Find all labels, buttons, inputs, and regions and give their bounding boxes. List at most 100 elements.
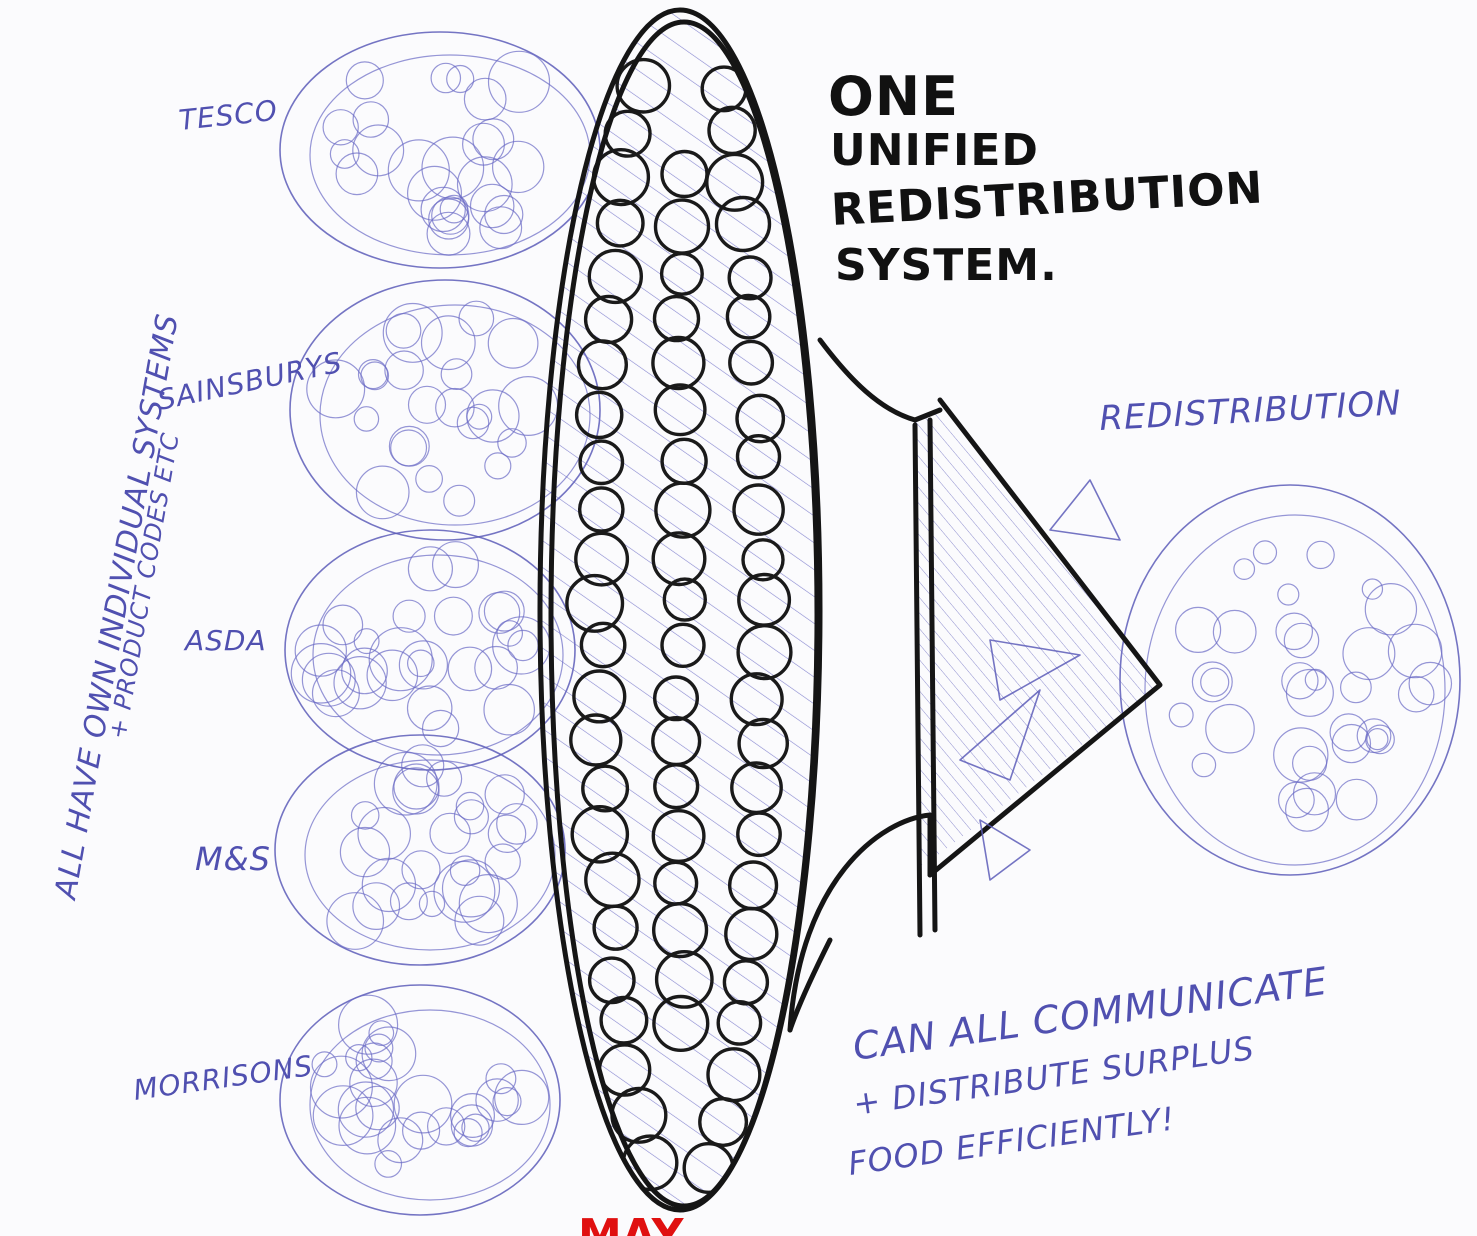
store-bubble: [336, 153, 378, 195]
store-bubble: [428, 1108, 465, 1145]
store-cluster-asda: [285, 530, 575, 770]
store-bubble: [423, 710, 459, 746]
store-bubble: [475, 647, 518, 690]
store-bubble: [484, 685, 534, 735]
store-bubble: [311, 1056, 373, 1118]
redistribution-bubble: [1213, 610, 1256, 653]
store-bubble: [354, 407, 378, 431]
store-bubble: [334, 657, 386, 709]
store-label-morrisons: MORRISONS: [131, 1049, 315, 1107]
store-bubble: [394, 764, 439, 809]
store-bubble: [485, 844, 520, 879]
store-bubble: [346, 62, 383, 99]
store-bubble: [375, 1151, 402, 1178]
store-bubble: [467, 390, 519, 442]
store-bubble: [312, 1052, 337, 1077]
store-bubble: [443, 860, 500, 917]
store-bubble: [323, 605, 363, 645]
red-fragment: MAY: [578, 1210, 685, 1236]
store-cluster-tesco: [280, 32, 600, 268]
store-bubble: [393, 600, 425, 632]
store-bubble: [408, 650, 434, 676]
store-bubble: [342, 648, 388, 694]
store-bubble: [385, 351, 423, 389]
store-bubble: [480, 207, 522, 249]
redistribution-bubble: [1234, 559, 1255, 580]
store-label-tesco: TESCO: [177, 94, 279, 137]
redistribution-bubble: [1276, 613, 1312, 649]
redistribution-bubble: [1284, 623, 1318, 657]
store-bubble: [378, 1118, 423, 1163]
store-bubble: [409, 386, 446, 423]
store-bubble: [356, 466, 409, 519]
store-label-asda: ASDA: [183, 624, 267, 657]
store-bubble: [302, 653, 355, 706]
redistribution-bubble: [1278, 584, 1299, 605]
redistribution-bubble: [1206, 705, 1254, 753]
redistribution-bubble: [1365, 584, 1416, 635]
redistribution-bubble: [1293, 746, 1327, 780]
redistribution-bubble: [1169, 703, 1193, 727]
store-bubble: [488, 815, 525, 852]
store-bubble: [451, 1094, 495, 1138]
store-bubble: [408, 547, 452, 591]
store-bubble: [441, 359, 472, 390]
store-bubble: [456, 792, 483, 819]
store-bubble: [488, 319, 538, 369]
store-label-sainsburys: SAINSBURYS: [155, 345, 346, 416]
title-line1: ONE: [828, 65, 959, 128]
store-bubble: [493, 141, 544, 192]
store-bubble: [358, 808, 410, 860]
redistribution-bubble: [1287, 670, 1334, 717]
store-bubble: [362, 858, 415, 911]
store-bubble: [408, 686, 452, 730]
store-bubble: [402, 851, 440, 889]
store-bubble: [353, 102, 388, 137]
store-bubble: [391, 430, 427, 466]
redistribution-bubble: [1332, 725, 1370, 763]
redistribution-bubble: [1307, 541, 1334, 568]
unified-system-oval: [540, 10, 820, 1210]
redistribution-bubble: [1362, 579, 1382, 599]
store-bubble: [339, 995, 398, 1054]
redistribution-bubble: [1399, 677, 1434, 712]
store-bubble: [430, 813, 470, 853]
redistribution-bubble: [1357, 719, 1391, 753]
redistribution-bubble: [1254, 541, 1277, 564]
store-bubble: [455, 896, 504, 945]
redistribution-bubble: [1343, 628, 1395, 680]
store-bubble: [394, 1075, 452, 1133]
store-bubble: [454, 800, 488, 834]
redistribution-bubble: [1336, 779, 1377, 820]
redistribution-bubble: [1282, 663, 1318, 699]
redistribution-bubble: [1192, 753, 1215, 776]
store-bubbles: [291, 51, 557, 1177]
store-bubble: [353, 883, 400, 930]
store-bubble: [367, 650, 417, 700]
store-bubble: [327, 893, 384, 950]
redistribution-bubble: [1279, 782, 1315, 818]
store-bubble: [495, 1070, 549, 1124]
store-bubble: [365, 1034, 393, 1062]
store-bubble: [416, 466, 443, 493]
redistribution-label: REDISTRIBUTION: [1098, 383, 1402, 439]
redistribution-bubble: [1286, 788, 1329, 831]
store-bubble: [361, 362, 389, 390]
store-bubble: [485, 453, 511, 479]
store-bubble: [444, 485, 475, 516]
store-bubble: [473, 119, 514, 160]
redistribution-arrow: [790, 340, 1160, 1030]
store-bubble: [323, 110, 358, 145]
title-line4: SYSTEM.: [835, 240, 1058, 291]
store-bubble: [388, 140, 449, 201]
store-bubble: [359, 360, 388, 389]
store-bubble: [448, 647, 491, 690]
redistribution-bubble: [1201, 668, 1229, 696]
store-label-mands: M&S: [195, 840, 271, 878]
left-note-line1: ALL HAVE OWN INDIVIDUAL SYSTEMS: [48, 311, 186, 903]
redistribution-bubbles: [1169, 541, 1451, 831]
title-line2: UNIFIED: [830, 125, 1039, 176]
store-bubble: [459, 875, 517, 933]
store-bubble: [386, 314, 421, 349]
